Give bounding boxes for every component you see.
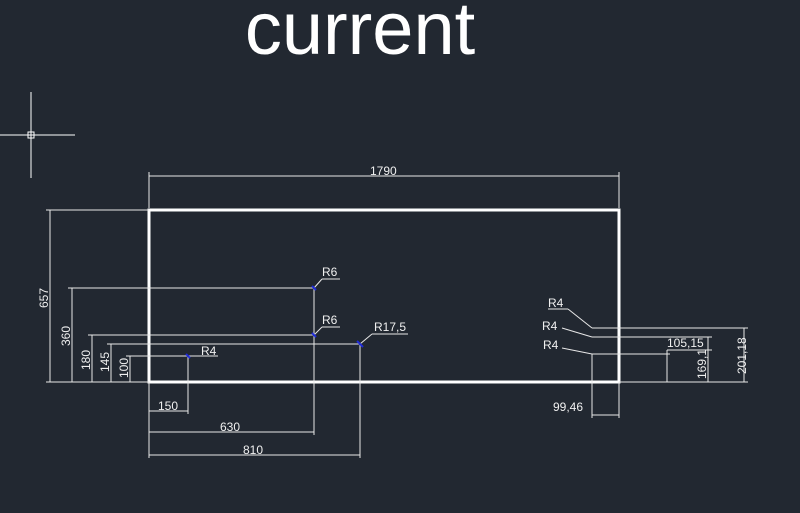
dim-150: 150 [158, 399, 178, 413]
radius-r4-left: R4 [201, 344, 217, 358]
radius-markers [185, 285, 364, 359]
dim-145: 145 [98, 352, 112, 372]
dim-180: 180 [79, 350, 93, 370]
dim-105-15: 105,15 [667, 336, 704, 350]
panel-outline[interactable] [147, 208, 621, 384]
dim-201-18: 201,18 [735, 337, 749, 374]
drawing-title: current [244, 0, 476, 70]
radius-r4-right-2: R4 [542, 319, 558, 333]
dim-99-46: 99,46 [553, 400, 583, 414]
dimension-lines [46, 172, 748, 458]
radius-r4-right-3: R4 [543, 338, 559, 352]
radius-r6-upper: R6 [322, 265, 338, 279]
dim-1790: 1790 [370, 164, 397, 178]
dim-630: 630 [220, 420, 240, 434]
dim-810: 810 [243, 443, 263, 457]
radius-r6-lower: R6 [322, 313, 338, 327]
crosshair-cursor-icon [0, 92, 75, 178]
dim-360: 360 [59, 326, 73, 346]
dim-169-1: 169,1 [695, 349, 709, 379]
dim-100: 100 [117, 358, 131, 378]
dim-657: 657 [37, 288, 51, 308]
radius-r4-right-1: R4 [548, 296, 564, 310]
radius-r17-5: R17,5 [374, 320, 406, 334]
